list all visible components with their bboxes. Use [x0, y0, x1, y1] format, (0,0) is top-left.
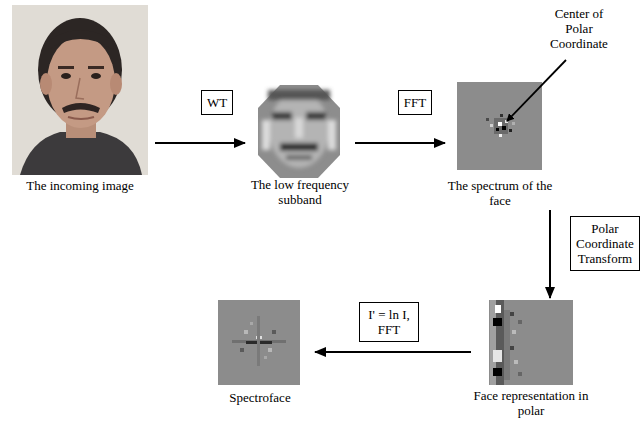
image-panel: The spectrum of the face — [445, 80, 555, 210]
operation-box: Polar Coordinate Transform — [570, 216, 640, 271]
image-caption: The low frequency subband — [245, 177, 355, 207]
operation-box: FFT — [398, 90, 432, 115]
operation-box: WT — [201, 90, 233, 115]
image-caption: The spectrum of the face — [445, 178, 555, 208]
image-caption: Spectroface — [205, 390, 315, 405]
image-caption: The incoming image — [5, 178, 155, 193]
image-caption: Face representation in polar — [471, 388, 591, 418]
flow-arrow — [315, 351, 471, 353]
leader-line — [507, 60, 566, 121]
spectroface-image — [218, 300, 300, 385]
spectrum-image — [457, 82, 542, 170]
flow-arrow — [549, 210, 551, 298]
image-panel: Face representation in polar — [471, 298, 591, 420]
flow-arrow — [355, 142, 445, 144]
image-panel: The incoming image — [5, 4, 155, 195]
image-panel: Spectroface — [205, 298, 315, 407]
face-photo — [12, 5, 148, 175]
image-panel: The low frequency subband — [245, 84, 355, 209]
callout-label: Center of Polar Coordinate — [545, 6, 613, 51]
operation-box: I' = ln I, FFT — [359, 302, 419, 342]
polar-image — [489, 300, 573, 385]
flow-arrow — [155, 142, 245, 144]
subband-image — [258, 85, 340, 178]
